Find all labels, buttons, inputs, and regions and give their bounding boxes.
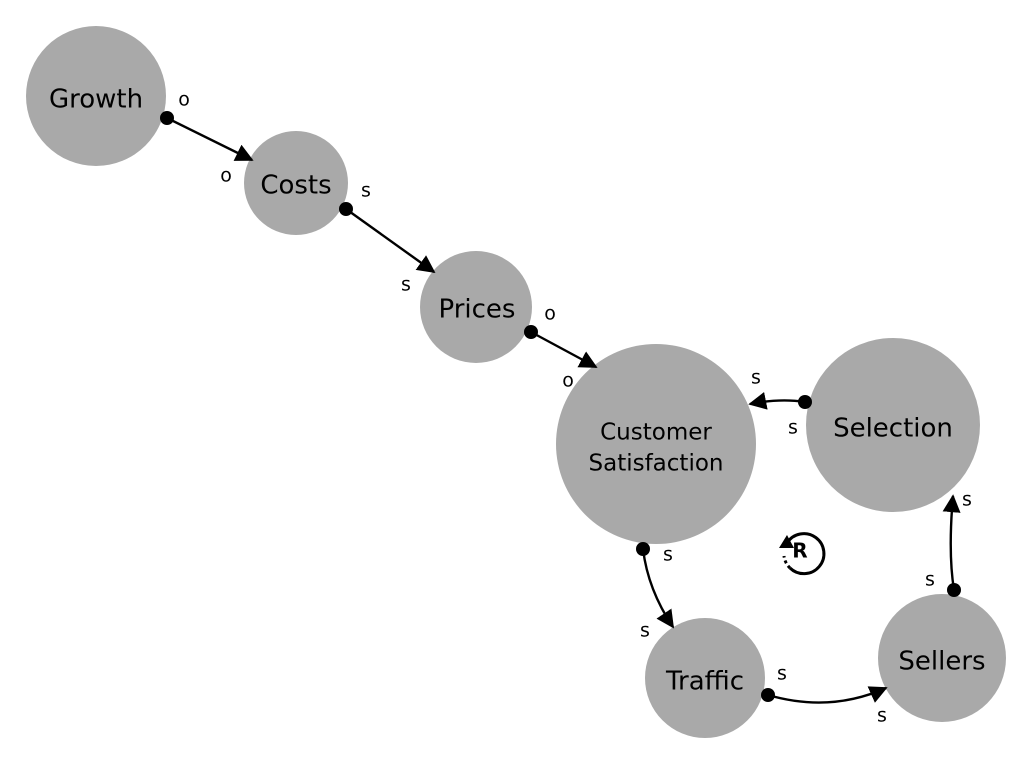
edge-growth-costs-target-polarity: o (220, 165, 232, 187)
edge-sellers-selection-line (942, 494, 961, 591)
edge-customer-satisfaction-traffic-source-polarity: s (663, 544, 673, 566)
edge-costs-prices-line (345, 208, 436, 274)
edge-costs-prices-source-dot (339, 202, 353, 216)
node-costs-circle (244, 131, 348, 235)
node-selection-label: Selection (833, 414, 953, 444)
edge-prices-customer-satisfaction-target-polarity: o (562, 370, 574, 392)
edge-customer-satisfaction-traffic-target-polarity: s (640, 620, 650, 642)
edge-traffic-sellers[interactable]: s s (761, 663, 888, 727)
edge-growth-costs-line (166, 116, 254, 162)
node-costs-label: Costs (260, 171, 331, 201)
edge-selection-customer-satisfaction[interactable]: s s (748, 367, 812, 439)
edge-traffic-sellers-source-polarity: s (777, 663, 787, 685)
edge-customer-satisfaction-traffic[interactable]: s s (636, 542, 675, 642)
edge-sellers-selection-source-dot (947, 583, 961, 597)
reinforcing-loop-arrow-icon (779, 535, 794, 548)
edge-prices-customer-satisfaction-source-polarity: o (544, 303, 556, 325)
edge-selection-customer-satisfaction-target-polarity: s (751, 367, 761, 389)
node-sellers-circle (878, 594, 1006, 722)
edge-costs-prices-source-polarity: s (361, 180, 371, 202)
edge-traffic-sellers-line (767, 686, 888, 704)
edge-costs-prices[interactable]: s s (339, 180, 436, 296)
node-customer-satisfaction[interactable]: Customer Satisfaction (556, 344, 756, 544)
node-customer-satisfaction-label-line2: Satisfaction (589, 451, 724, 477)
node-selection-circle (806, 338, 980, 512)
reinforcing-loop-letter: R (792, 539, 807, 563)
edge-selection-customer-satisfaction-source-polarity: s (788, 417, 798, 439)
edge-sellers-selection[interactable]: s s (925, 489, 972, 598)
node-sellers-label: Sellers (898, 647, 985, 677)
node-growth[interactable]: Growth (26, 26, 166, 166)
node-costs[interactable]: Costs (244, 131, 348, 235)
node-traffic-circle (645, 618, 765, 738)
edge-sellers-selection-source-polarity: s (925, 569, 935, 591)
edge-selection-customer-satisfaction-line (748, 391, 806, 410)
reinforcing-loop-dotted-arc (782, 555, 792, 570)
node-traffic-label: Traffic (665, 667, 744, 697)
edge-traffic-sellers-source-dot (761, 688, 775, 702)
node-prices-circle (420, 251, 532, 363)
edge-prices-customer-satisfaction[interactable]: o o (524, 303, 598, 392)
node-sellers[interactable]: Sellers (878, 594, 1006, 722)
edge-growth-costs-source-dot (160, 111, 174, 125)
edge-growth-costs-source-polarity: o (178, 89, 190, 111)
node-growth-label: Growth (49, 85, 143, 115)
node-prices[interactable]: Prices (420, 251, 532, 363)
edge-costs-prices-target-polarity: s (401, 274, 411, 296)
reinforcing-loop-icon: R (779, 532, 826, 576)
node-customer-satisfaction-circle (556, 344, 756, 544)
edge-prices-customer-satisfaction-line (530, 330, 598, 369)
edge-customer-satisfaction-traffic-line (641, 548, 675, 629)
edge-growth-costs[interactable]: o o (160, 89, 254, 187)
node-traffic[interactable]: Traffic (645, 618, 765, 738)
node-selection[interactable]: Selection (806, 338, 980, 512)
edge-customer-satisfaction-traffic-source-dot (636, 542, 650, 556)
reinforcing-loop-arc (785, 532, 826, 576)
node-prices-label: Prices (439, 295, 516, 325)
node-customer-satisfaction-label-line1: Customer (600, 420, 712, 446)
edge-selection-customer-satisfaction-source-dot (798, 395, 812, 409)
edge-sellers-selection-target-polarity: s (962, 489, 972, 511)
edge-traffic-sellers-target-polarity: s (877, 705, 887, 727)
node-growth-circle (26, 26, 166, 166)
edge-prices-customer-satisfaction-source-dot (524, 325, 538, 339)
